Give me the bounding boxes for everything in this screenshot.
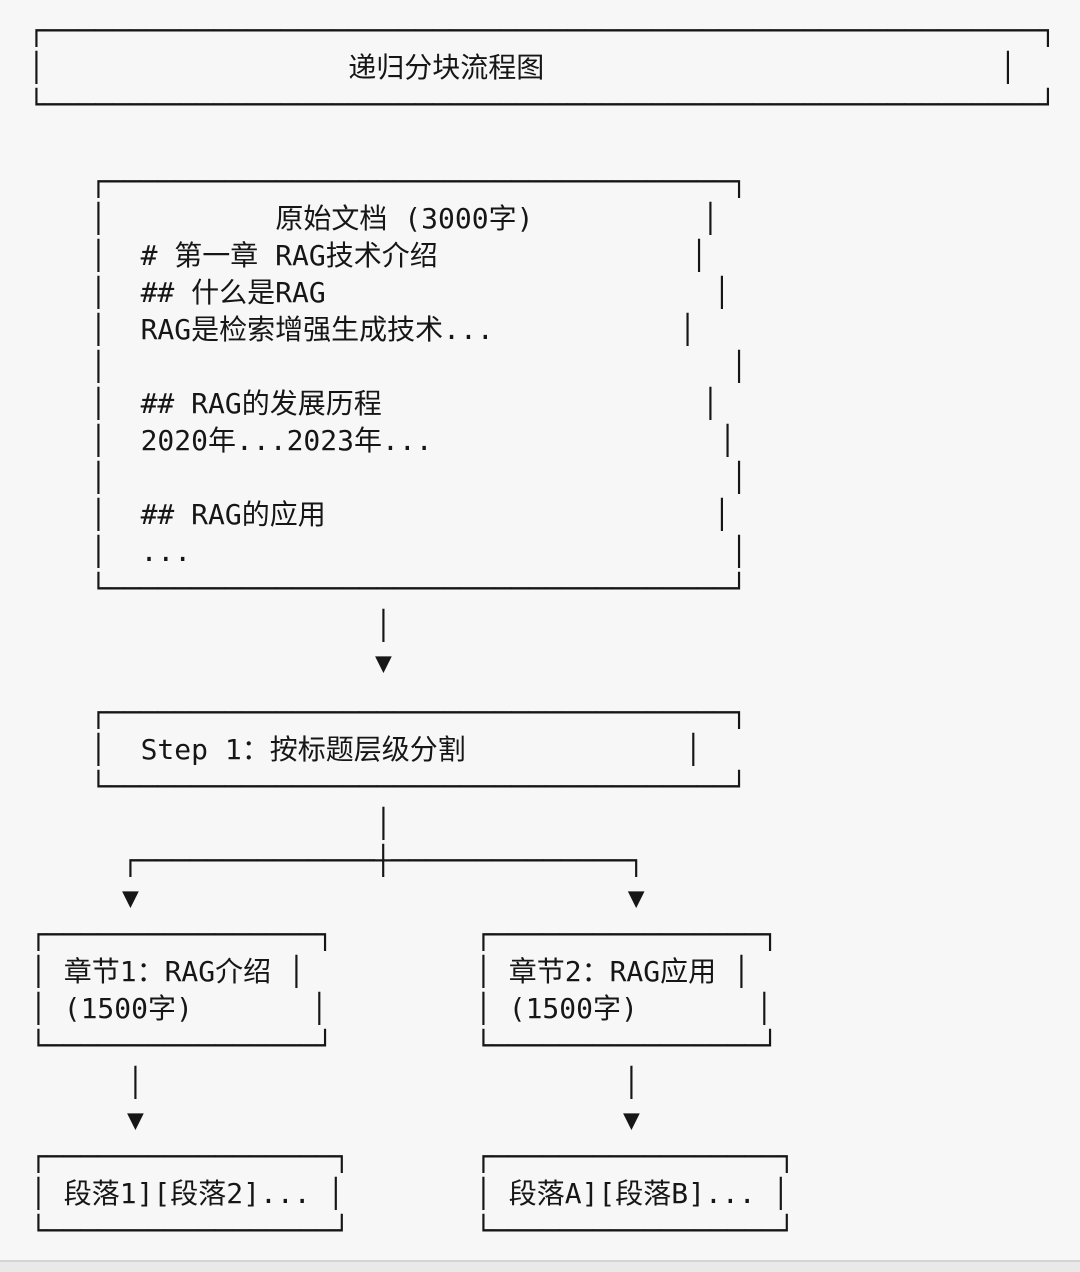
arrow-down-icon: │ ▼ [623, 1066, 640, 1136]
arrow-down-icon: │ ▼ [127, 1066, 144, 1136]
chunk2-box: ┌─────────────────┐ │ 段落A][段落B]... │ └──… [475, 1140, 796, 1247]
chapter2-box: ┌────────────────┐ │ 章节2：RAG应用 │ │ (1500… [475, 918, 779, 1062]
arrow-down-icon: │ ▼ [375, 609, 392, 679]
branch-connector: ┌──────────────┼──────────────┐ ▼ ▼ [122, 844, 645, 914]
title-box: ┌───────────────────────────────────────… [28, 14, 1057, 121]
chunk1-box: ┌─────────────────┐ │ 段落1][段落2]... │ └──… [30, 1140, 351, 1247]
page-footer-area [0, 1262, 1080, 1272]
document-box: ┌─────────────────────────────────────┐ … [90, 165, 748, 605]
step1-box: ┌─────────────────────────────────────┐ … [90, 696, 748, 803]
vertical-connector-line: │ [375, 807, 392, 840]
chapter1-box: ┌────────────────┐ │ 章节1：RAG介绍 │ │ (1500… [30, 918, 334, 1062]
